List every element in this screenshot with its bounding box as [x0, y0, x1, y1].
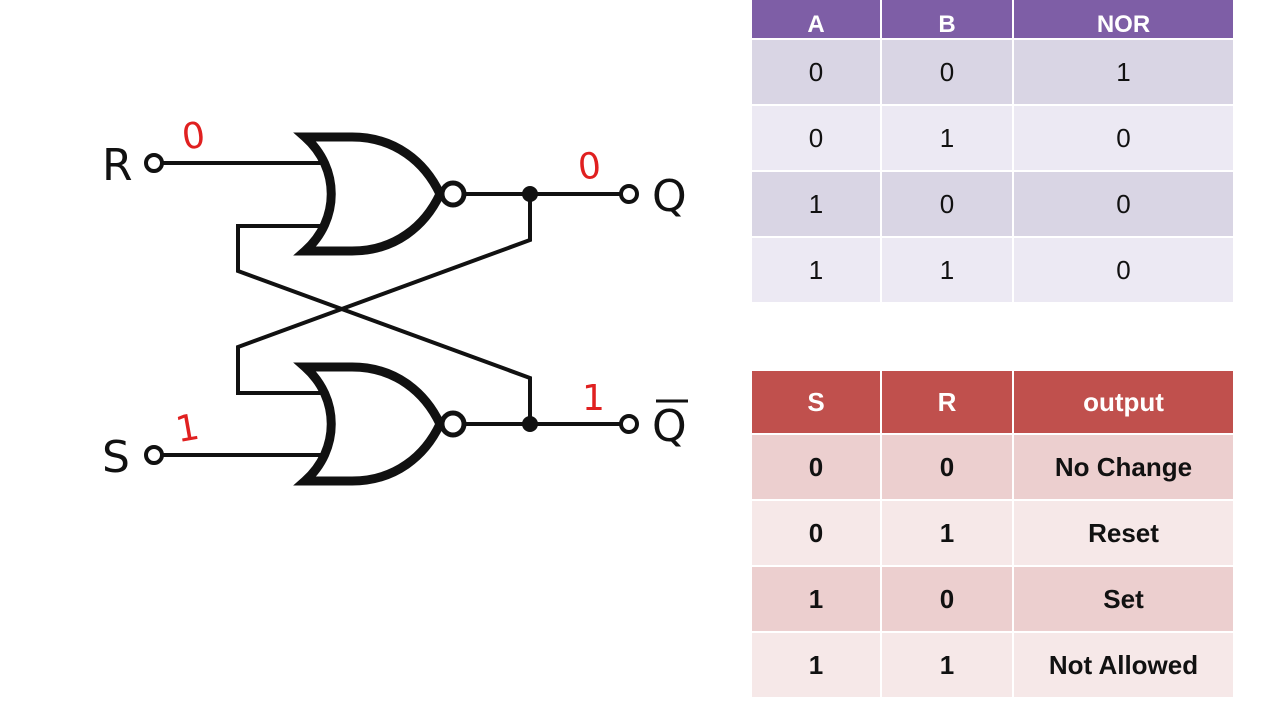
qbar-junction-dot: [522, 416, 538, 432]
sr-header-cell: output: [1013, 371, 1233, 435]
nor-header-cell: NOR: [1013, 0, 1233, 40]
feedback-qbar-to-top: [236, 224, 532, 424]
nor-cell: 1: [881, 237, 1014, 304]
nor-header-row: A B NOR: [752, 0, 1233, 40]
nor-cell: 1: [881, 105, 1014, 172]
nor-row: 1 1 0: [752, 237, 1233, 304]
nor-cell: 0: [881, 39, 1014, 106]
sr-cell: 0: [752, 434, 882, 501]
sr-cell: 1: [752, 566, 882, 633]
nor-cell: 0: [752, 105, 882, 172]
nor-row: 1 0 0: [752, 171, 1233, 238]
sr-latch-circuit: R S Q Q 0 1 0 1: [102, 115, 688, 486]
sr-row: 0 1 Reset: [752, 500, 1233, 567]
nor-cell: 0: [1013, 237, 1233, 304]
r-terminal: [144, 153, 164, 173]
nor-cell: 0: [1013, 105, 1233, 172]
sr-cell: 0: [881, 566, 1014, 633]
qbar-value-annotation: 1: [582, 378, 605, 419]
feedback-q-to-bottom: [236, 194, 532, 395]
s-terminal: [144, 445, 164, 465]
sr-cell: 1: [752, 632, 882, 699]
bottom-nor-bubble: [439, 410, 467, 438]
r-value-annotation: 0: [179, 115, 207, 159]
sr-cell: 1: [881, 500, 1014, 567]
nor-truth-table: A B NOR 0 0 1 0 1 0 1 0 0 1 1 0: [752, 0, 1233, 304]
bottom-nor-gate: [293, 362, 445, 486]
q-terminal: [619, 184, 639, 204]
sr-row: 1 0 Set: [752, 566, 1233, 633]
sr-header-cell: R: [881, 371, 1014, 435]
sr-cell: 0: [881, 434, 1014, 501]
sr-cell: Reset: [1013, 500, 1233, 567]
qbar-label: Q: [652, 401, 687, 452]
sr-cell: Set: [1013, 566, 1233, 633]
s-value-annotation: 1: [173, 407, 203, 451]
sr-latch-truth-table: S R output 0 0 No Change 0 1 Reset 1 0 S…: [752, 371, 1233, 699]
r-label: R: [102, 140, 133, 191]
nor-cell: 1: [752, 171, 882, 238]
q-label: Q: [652, 171, 687, 222]
nor-row: 0 1 0: [752, 105, 1233, 172]
sr-cell: Not Allowed: [1013, 632, 1233, 699]
q-junction-dot: [522, 186, 538, 202]
sr-header-row: S R output: [752, 371, 1233, 435]
nor-header-cell: B: [881, 0, 1014, 40]
top-nor-bubble: [439, 180, 467, 208]
s-label: S: [102, 432, 130, 483]
q-value-annotation: 0: [576, 145, 603, 188]
top-nor-gate: [293, 132, 445, 256]
sr-cell: 1: [881, 632, 1014, 699]
nor-header-cell: A: [752, 0, 882, 40]
qbar-terminal: [619, 414, 639, 434]
sr-row: 0 0 No Change: [752, 434, 1233, 501]
nor-cell: 1: [1013, 39, 1233, 106]
sr-header-cell: S: [752, 371, 882, 435]
nor-cell: 0: [881, 171, 1014, 238]
sr-cell: 0: [752, 500, 882, 567]
sr-cell: No Change: [1013, 434, 1233, 501]
sr-row: 1 1 Not Allowed: [752, 632, 1233, 699]
nor-row: 0 0 1: [752, 39, 1233, 106]
nor-cell: 0: [752, 39, 882, 106]
nor-cell: 0: [1013, 171, 1233, 238]
nor-cell: 1: [752, 237, 882, 304]
